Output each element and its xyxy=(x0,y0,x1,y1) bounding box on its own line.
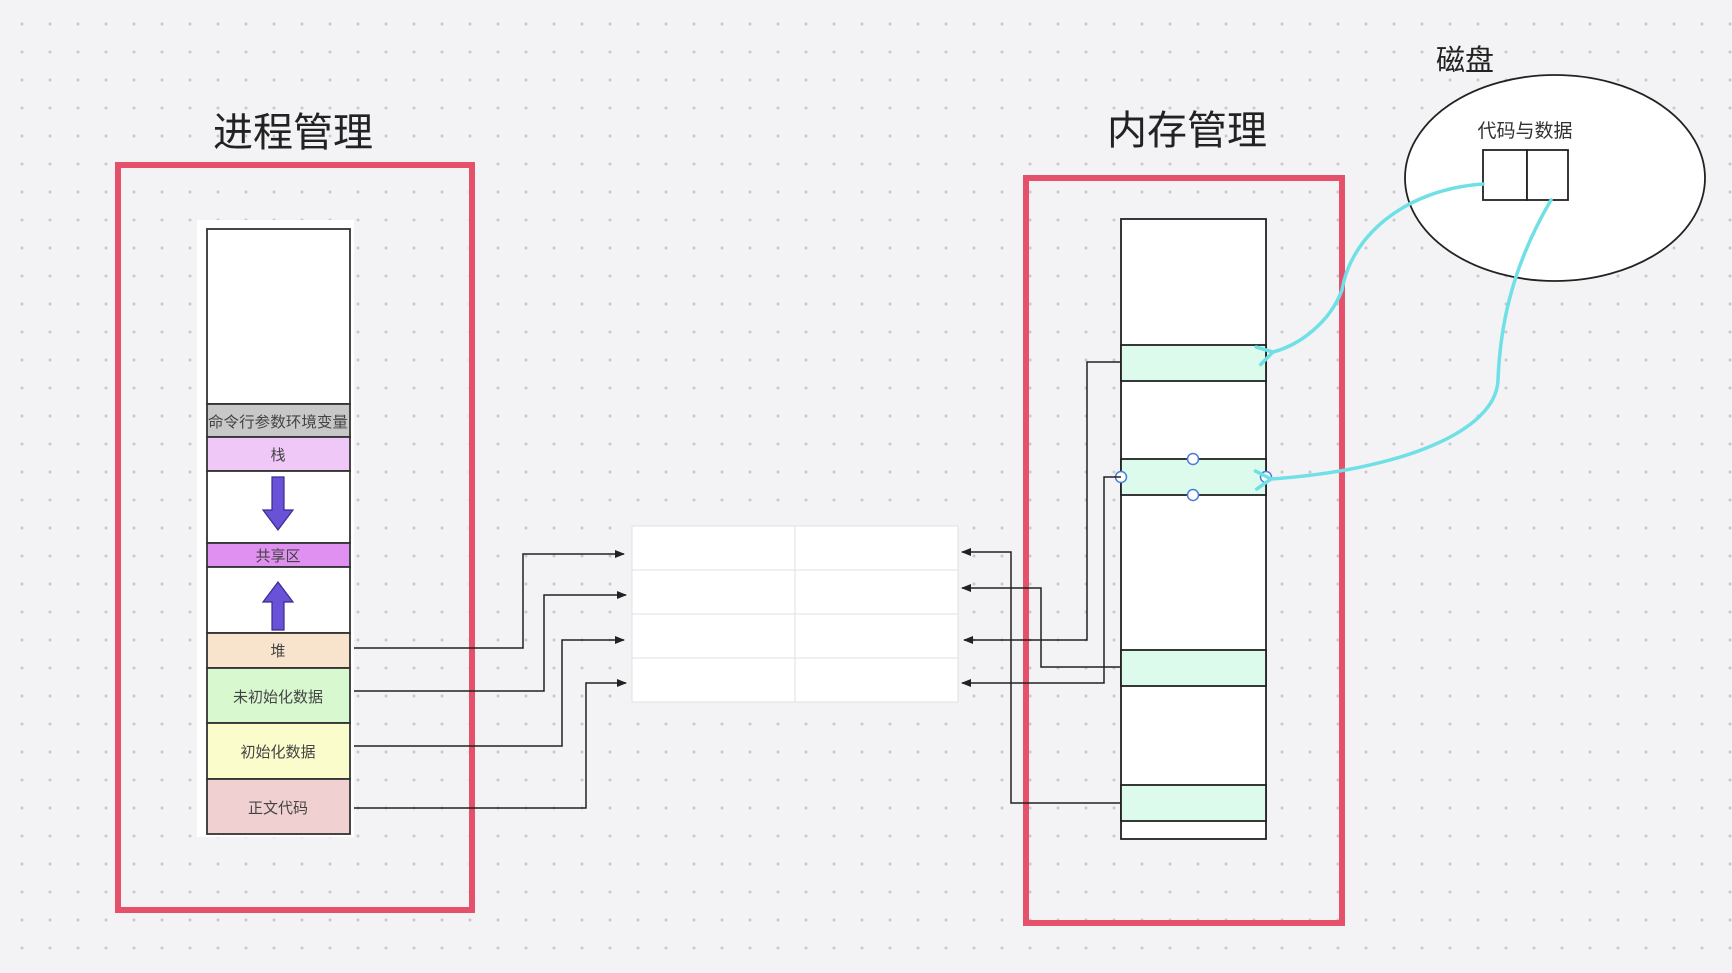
segment-text-code[interactable]: 正文代码 xyxy=(206,778,351,835)
physical-address-connectors[interactable] xyxy=(961,361,1121,804)
handle-bottom[interactable] xyxy=(1186,488,1200,502)
process-frame[interactable] xyxy=(115,162,475,913)
segment-args-env[interactable]: 命令行参数环境变量 xyxy=(206,403,351,438)
segment-shared[interactable]: 共享区 xyxy=(206,542,351,568)
segment-bss[interactable]: 未初始化数据 xyxy=(206,667,351,724)
stack-grow-down-arrow-icon xyxy=(261,476,295,531)
disk-content-label: 代码与数据 xyxy=(1477,120,1572,142)
disk-title: 磁盘 xyxy=(1436,43,1494,77)
connector-block-1[interactable] xyxy=(963,361,1121,644)
segment-shared-label: 共享区 xyxy=(255,547,300,565)
process-title: 进程管理 xyxy=(213,110,373,156)
physical-memory-column[interactable] xyxy=(1120,218,1267,840)
segment-gap-heap[interactable] xyxy=(206,566,351,634)
memory-frame-block-4[interactable] xyxy=(1120,784,1267,822)
segment-data[interactable]: 初始化数据 xyxy=(206,722,351,780)
segment-gap-stack[interactable] xyxy=(206,470,351,544)
connector-text-code[interactable] xyxy=(354,679,627,809)
memory-frame[interactable] xyxy=(1023,175,1345,926)
segment-heap-label: 堆 xyxy=(270,642,285,660)
segment-top-empty[interactable] xyxy=(206,228,351,405)
segment-heap[interactable]: 堆 xyxy=(206,632,351,669)
connector-heap[interactable] xyxy=(354,550,625,649)
handle-right[interactable] xyxy=(1259,470,1273,484)
handle-top[interactable] xyxy=(1186,452,1200,466)
address-space-column[interactable]: 命令行参数环境变量 栈 共享区 堆 未初始化数据 xyxy=(197,220,354,837)
load-arrow-data[interactable] xyxy=(1253,198,1553,491)
virtual-address-connectors[interactable] xyxy=(354,550,627,809)
heap-grow-up-arrow-icon xyxy=(261,581,295,631)
load-connectors[interactable] xyxy=(1253,182,1553,491)
memory-frame-block-1[interactable] xyxy=(1120,344,1267,382)
disk-data-blocks[interactable] xyxy=(1482,149,1569,201)
segment-stack[interactable]: 栈 xyxy=(206,436,351,472)
load-arrow-code[interactable] xyxy=(1254,182,1485,367)
disk-block-code[interactable] xyxy=(1482,149,1528,201)
segment-stack-label: 栈 xyxy=(270,446,285,464)
connector-block-2[interactable] xyxy=(961,476,1121,687)
connector-block-3[interactable] xyxy=(961,584,1121,668)
segment-data-label: 初始化数据 xyxy=(240,743,315,761)
memory-frame-block-3[interactable] xyxy=(1120,649,1267,687)
segment-bss-label: 未初始化数据 xyxy=(233,688,323,706)
connector-bss[interactable] xyxy=(354,591,627,692)
disk-block-data[interactable] xyxy=(1526,149,1569,201)
segment-text-code-label: 正文代码 xyxy=(248,799,308,817)
segment-args-env-label: 命令行参数环境变量 xyxy=(208,413,348,431)
connector-block-4[interactable] xyxy=(961,548,1121,804)
memory-title: 内存管理 xyxy=(1107,108,1267,154)
page-table[interactable] xyxy=(631,525,959,703)
connector-data[interactable] xyxy=(354,636,625,747)
